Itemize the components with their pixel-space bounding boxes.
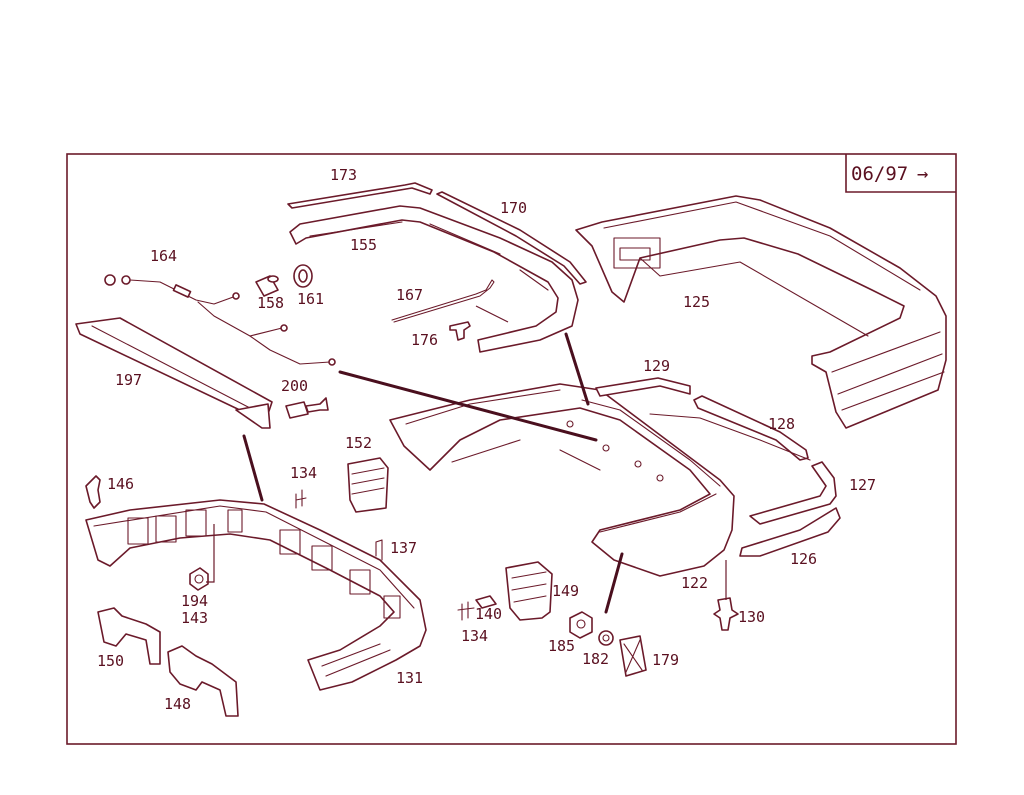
leader-lines <box>206 524 727 600</box>
part-179-pad <box>619 635 647 677</box>
part-194-143-nut <box>189 567 209 591</box>
callout-131: 131 <box>396 669 423 687</box>
part-126-lower-trim <box>739 507 841 557</box>
part-134-bracket-bottom <box>457 601 475 621</box>
callout-143: 143 <box>181 609 208 627</box>
callout-161: 161 <box>297 290 324 308</box>
callout-122: 122 <box>681 574 708 592</box>
callout-134-bottom: 134 <box>461 627 488 645</box>
callout-129: 129 <box>643 357 670 375</box>
part-134-bracket-top <box>295 489 307 509</box>
callout-170: 170 <box>500 199 527 217</box>
part-148-bracket <box>167 645 239 717</box>
callout-200: 200 <box>281 377 308 395</box>
part-131-bumper-frame <box>85 499 427 691</box>
callout-194: 194 <box>181 592 208 610</box>
part-164-wiring-harness <box>104 274 336 366</box>
callout-182: 182 <box>582 650 609 668</box>
part-150-bracket <box>97 607 161 665</box>
callout-179: 179 <box>652 651 679 669</box>
callout-152: 152 <box>345 434 372 452</box>
diagram-frame <box>66 153 957 745</box>
callout-167: 167 <box>396 286 423 304</box>
callout-125: 125 <box>683 293 710 311</box>
part-152-grille <box>347 457 389 513</box>
part-130-push-clip <box>713 597 739 631</box>
part-125-bumper-cover <box>575 195 947 429</box>
connector-arrows <box>242 305 624 614</box>
callout-164: 164 <box>150 247 177 265</box>
part-140-plug <box>475 595 497 609</box>
callout-176: 176 <box>411 331 438 349</box>
part-149-marker <box>505 561 553 621</box>
part-173-trim-strip <box>287 182 433 209</box>
part-200-fastener <box>285 397 329 419</box>
date-code-label: 06/97 <box>851 163 908 185</box>
part-167-trim-wire <box>391 279 495 323</box>
callout-173: 173 <box>330 166 357 184</box>
callout-labels: 173 170 155 164 158 161 167 176 125 197 … <box>97 166 876 713</box>
part-155-bumper-strip <box>289 205 579 353</box>
part-185-nut <box>569 611 593 639</box>
callout-128: 128 <box>768 415 795 433</box>
part-197-panel <box>75 317 273 429</box>
part-127-side-trim <box>749 461 837 525</box>
part-182-washer <box>598 630 614 646</box>
callout-148: 148 <box>164 695 191 713</box>
callout-127: 127 <box>849 476 876 494</box>
callout-137: 137 <box>390 539 417 557</box>
callout-150: 150 <box>97 652 124 670</box>
callout-134-top: 134 <box>290 464 317 482</box>
callout-158: 158 <box>257 294 284 312</box>
part-128-guide-strip <box>649 395 811 461</box>
part-161-grommet <box>293 264 313 288</box>
part-146-clip <box>85 475 101 509</box>
callout-185: 185 <box>548 637 575 655</box>
part-158-plug <box>255 275 279 297</box>
callout-146: 146 <box>107 475 134 493</box>
callout-130: 130 <box>738 608 765 626</box>
part-122-bumper-carrier <box>389 383 735 577</box>
part-176-clip <box>449 321 471 341</box>
date-code-arrow: → <box>917 163 928 185</box>
part-129-strip <box>595 377 691 397</box>
part-170-trim-strip <box>436 191 587 285</box>
callout-126: 126 <box>790 550 817 568</box>
part-137-clip <box>375 539 383 561</box>
callout-197: 197 <box>115 371 142 389</box>
date-code-box: 06/97 → <box>845 154 956 193</box>
callout-140: 140 <box>475 605 502 623</box>
callout-155: 155 <box>350 236 377 254</box>
callout-149: 149 <box>552 582 579 600</box>
